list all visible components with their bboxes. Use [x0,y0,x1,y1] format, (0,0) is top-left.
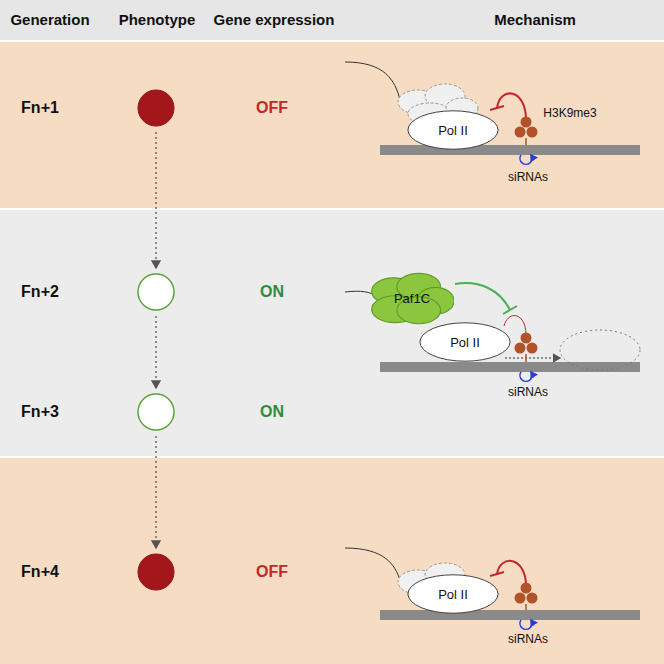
generation-label: Fn+2 [21,283,59,301]
expression-state: OFF [256,99,288,117]
activation-arc [455,283,510,310]
expression-state: OFF [256,563,288,581]
elongation-arrow [505,357,560,358]
moving-polymerase [560,330,640,370]
dna-bar [380,610,640,620]
pol-ii-ellipse: Pol II [419,322,511,362]
sirna-label: siRNAs [508,633,548,646]
inhibition-bar [503,306,517,314]
generation-arrow [155,436,156,548]
expression-state: ON [260,283,284,301]
sirna-label: siRNAs [508,386,548,399]
expression-state: ON [260,403,284,421]
header-band [0,0,664,40]
nucleosome [515,583,538,604]
mark-label: H3K9me3 [543,107,596,120]
sirna-loop [520,372,532,381]
column-header: Mechanism [494,12,576,29]
band [0,42,664,208]
generation-arrow [155,316,156,388]
sirna-loop [520,155,532,164]
sirna-label: siRNAs [508,171,548,184]
pol-ii-ellipse: Pol II [407,110,499,150]
node-text: Pol II [438,123,468,138]
generation-label: Fn+3 [21,403,59,421]
generation-label: Fn+1 [21,99,59,117]
pol-ii-ellipse: Pol II [407,574,499,614]
node-text: Paf1C [394,291,430,306]
nucleosome [515,333,538,354]
node-text: Pol II [438,587,468,602]
paf1c-complex: Paf1C [370,270,454,326]
rna-tail [345,548,400,580]
band [0,458,664,664]
inhibition-bar [490,106,504,110]
generation-label: Fn+4 [21,563,59,581]
generation-arrow [155,132,156,268]
inhibition-arc [504,316,526,335]
phenotype-circle [138,90,174,126]
rna-tail [345,62,400,100]
column-header: Phenotype [119,12,196,29]
phenotype-circle [138,554,174,590]
column-header: Generation [10,12,89,29]
column-header: Gene expression [214,12,335,29]
node-text: Pol II [450,335,480,350]
phenotype-circle [138,394,174,430]
dna-bar [380,362,640,372]
dna-bar [380,145,640,155]
band [0,210,664,456]
sirna-loop [520,620,532,629]
nucleosome [515,117,538,138]
inhibition-bar [490,572,504,576]
phenotype-circle [138,274,174,310]
